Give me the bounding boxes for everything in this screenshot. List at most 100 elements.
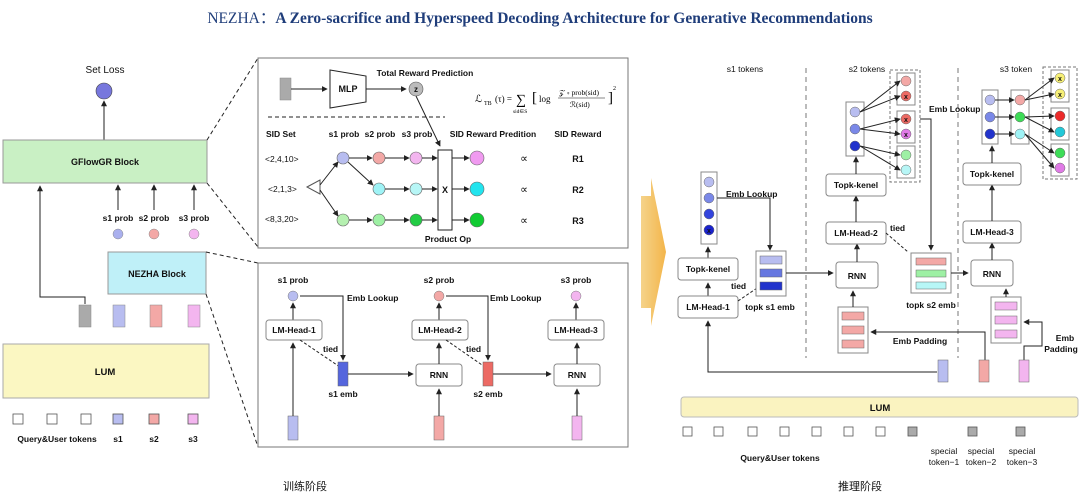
nd-tied-1: tied <box>323 344 338 354</box>
r-lm-head-1 <box>677 295 739 319</box>
r-emb-lookup-2: Emb Lookup <box>929 104 980 114</box>
r-s3-child-2 <box>1054 88 1066 100</box>
training-to-inference-arrow <box>641 178 666 326</box>
r-s3-edge-1 <box>1024 77 1055 101</box>
r-s2-parent-2 <box>849 123 861 135</box>
nd-s1-node <box>287 290 299 302</box>
r-s3-g1-3 <box>984 128 996 140</box>
product-op-box <box>437 149 453 231</box>
z-label: z <box>414 85 418 94</box>
left-tokens-label: Query&User tokens <box>17 434 97 444</box>
r-special-token-3 <box>1015 426 1026 437</box>
r-s3-edge-6 <box>1024 133 1055 169</box>
tree-s3-node-2 <box>409 182 423 196</box>
r-topk-s2-emb-3 <box>915 281 947 290</box>
r-pad-s2-3 <box>841 339 865 349</box>
r-token-row <box>682 426 1026 437</box>
r-emb-padding-2-arrow <box>1023 319 1043 362</box>
r-token-6 <box>843 426 854 437</box>
product-x-label: X <box>442 185 448 195</box>
r-s3-children-group <box>1042 66 1078 180</box>
hdr-s3-prob: s3 prob <box>402 129 433 139</box>
col-s1-tokens: s1 tokens <box>727 64 763 74</box>
pred-node-2 <box>469 181 485 197</box>
r-topk-kenel-1 <box>677 257 739 281</box>
r-s2-child-2 <box>900 90 912 102</box>
r-s1-cand-1 <box>703 176 715 188</box>
tree-s3-node-1 <box>409 151 423 165</box>
r-s2-child-6 <box>900 164 912 176</box>
nd-emb-lookup-2: Emb Lookup <box>490 293 541 303</box>
r-emb-padding-2b: Padding <box>1044 344 1078 354</box>
r-out-s3 <box>1018 359 1030 383</box>
r-topk-s1-emb-1 <box>759 255 783 265</box>
r-tied-2-line <box>885 232 909 253</box>
nd-s2-emb <box>482 361 494 387</box>
left-s2-label: s2 <box>149 434 159 444</box>
nd-emb-lookup-1-arrow <box>300 295 346 361</box>
left-s3-emb <box>187 304 201 328</box>
nd-s3-prob: s3 prob <box>561 275 592 285</box>
r-pad-s3-2 <box>994 315 1018 325</box>
tree-s1-node-a <box>336 151 350 165</box>
nd-lm-head-1-label: LM-Head-1 <box>272 325 316 335</box>
formula-sum: ∑ <box>516 93 526 108</box>
r-s3-g1-2 <box>984 111 996 123</box>
r-s2-edge-4 <box>859 128 901 137</box>
r-s2-edge-2 <box>859 95 901 113</box>
formula-exp: 2 <box>613 86 616 92</box>
page-title: NEZHA：A Zero-sacrifice and Hyperspeed De… <box>207 10 872 27</box>
r-s2-edge-6 <box>859 145 901 171</box>
r-token-2 <box>713 426 724 437</box>
r-s2-child-3 <box>900 113 912 125</box>
gflowgr-block <box>2 139 208 184</box>
nd-s3-node <box>570 290 582 302</box>
hdr-s2-prob: s2 prob <box>365 129 396 139</box>
tree-s2-node-2 <box>372 182 386 196</box>
r-s1-cand-4 <box>703 224 715 236</box>
r-s3-edge-4 <box>1024 116 1055 133</box>
r-pad-s3-1 <box>994 301 1018 311</box>
nd-lm-head-2 <box>411 319 469 341</box>
left-s3-node <box>188 228 200 240</box>
r-tokens-label: Query&User tokens <box>740 453 820 463</box>
left-token-s3 <box>187 413 199 425</box>
nd-input-s2 <box>433 415 445 441</box>
r-s3-child-3 <box>1054 110 1066 122</box>
nd-input-s1 <box>287 415 299 441</box>
r-s3-child-1-x: x <box>1058 76 1062 83</box>
r-pad-s2-1 <box>841 311 865 321</box>
r-s2-edge-3 <box>859 117 901 130</box>
r-s2-child-2-x: x <box>904 94 908 101</box>
r-lum-bar <box>680 396 1079 418</box>
r-lm-head-2-label: LM-Head-2 <box>834 228 878 238</box>
nd-s1-emb <box>337 361 349 387</box>
r-emb-lookup-2-arrow <box>920 118 934 251</box>
r-s3-g2-2 <box>1014 111 1026 123</box>
nd-emb-lookup-1: Emb Lookup <box>347 293 398 303</box>
r-s2-child-4 <box>900 128 912 140</box>
r-emb-padding-arrow <box>870 329 986 362</box>
r-pad-s2-2 <box>841 325 865 335</box>
hdr-s1-prob: s1 prob <box>329 129 360 139</box>
col-s2-tokens: s2 tokens <box>849 64 885 74</box>
r-special-token-2 <box>967 426 978 437</box>
nd-rnn-1-label: RNN <box>430 370 448 380</box>
r-s1-cand-x: x <box>707 228 711 235</box>
left-s2-node <box>148 228 160 240</box>
r-topk-s1-emb-2 <box>759 268 783 278</box>
reward-r1: R1 <box>572 154 584 164</box>
r-s3-child-1 <box>1054 72 1066 84</box>
pred-node-1 <box>469 150 485 166</box>
tree-s1-node-b <box>336 213 350 227</box>
left-token-2 <box>46 413 58 425</box>
r-topk-s2-emb-label: topk s2 emb <box>906 300 956 310</box>
left-token-1 <box>12 413 24 425</box>
formula-den: ℛ(sid) <box>570 100 590 109</box>
r-token-7 <box>875 426 886 437</box>
zoom-line-top-2 <box>206 182 259 248</box>
